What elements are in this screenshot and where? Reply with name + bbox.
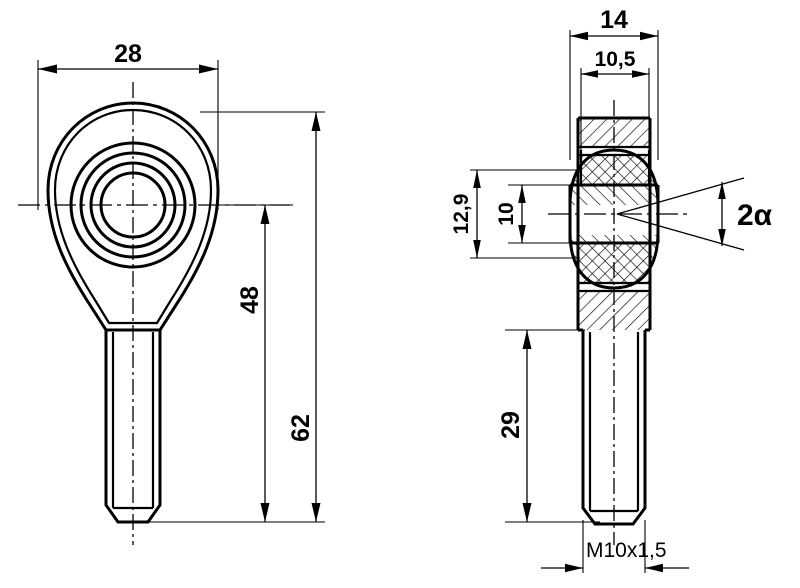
dim129-arrow-top	[473, 170, 481, 188]
dim48-arrow-bottom	[260, 503, 270, 522]
dim29-label: 29	[497, 411, 525, 439]
angle-arrow-top	[718, 182, 726, 199]
shank-outline	[104, 330, 162, 524]
dim29-arrow-top	[522, 330, 532, 349]
side-view	[548, 100, 690, 545]
housing-outer-circle	[69, 141, 197, 269]
ball-lower-outline	[568, 231, 660, 290]
dim10-arrow-top	[518, 185, 526, 203]
bore-circle	[99, 171, 167, 239]
bearing-inner-ring-circle	[89, 161, 177, 249]
dim10-arrow-bottom	[518, 225, 526, 243]
dim28-arrow-right	[199, 64, 218, 74]
dim29-arrow-bottom	[522, 503, 532, 522]
dim105-arrow-left	[581, 70, 598, 78]
thread-arrow-right	[645, 563, 663, 573]
thread-arrow-left	[565, 563, 583, 573]
dim14-label: 14	[600, 6, 628, 34]
dim62-arrow-top	[311, 112, 321, 131]
side-shank-outline	[581, 330, 647, 526]
dim14-arrow-left	[570, 31, 588, 41]
thread-label: M10x1,5	[586, 539, 667, 562]
front-view-dimensions: 28 48 62	[37, 40, 325, 523]
angle-lower-leg	[616, 213, 745, 251]
ball-lower-cap	[570, 235, 658, 288]
dim28-label: 28	[114, 40, 142, 68]
dim10-label: 10	[495, 202, 518, 225]
ball-lower-hatch	[570, 235, 658, 288]
angle-upper-leg	[616, 177, 745, 215]
angle-label: 2α	[737, 199, 773, 232]
front-view	[18, 82, 290, 545]
dim48-arrow-top	[260, 205, 270, 224]
ball-upper-hatch	[570, 150, 658, 205]
dim14-arrow-right	[640, 31, 658, 41]
dim62-arrow-bottom	[311, 503, 321, 522]
eye-body-inner-contour	[53, 108, 213, 325]
dim129-arrow-bottom	[473, 240, 481, 258]
angle-arrow-bottom	[718, 229, 726, 246]
ball-upper-cap	[570, 150, 658, 205]
dim105-arrow-right	[632, 70, 649, 78]
dim28-arrow-left	[38, 64, 57, 74]
front-view-shank	[104, 330, 162, 524]
dim105-label: 10,5	[595, 48, 636, 71]
bearing-outer-ring-circle	[79, 151, 187, 259]
dim48-label: 48	[236, 286, 264, 314]
side-view-dimensions: 14 10,5 12,9 10 2α 29	[450, 6, 773, 573]
dim62-label: 62	[287, 414, 315, 442]
eye-body-outer-contour	[46, 101, 220, 332]
dim129-label: 12,9	[450, 194, 473, 235]
